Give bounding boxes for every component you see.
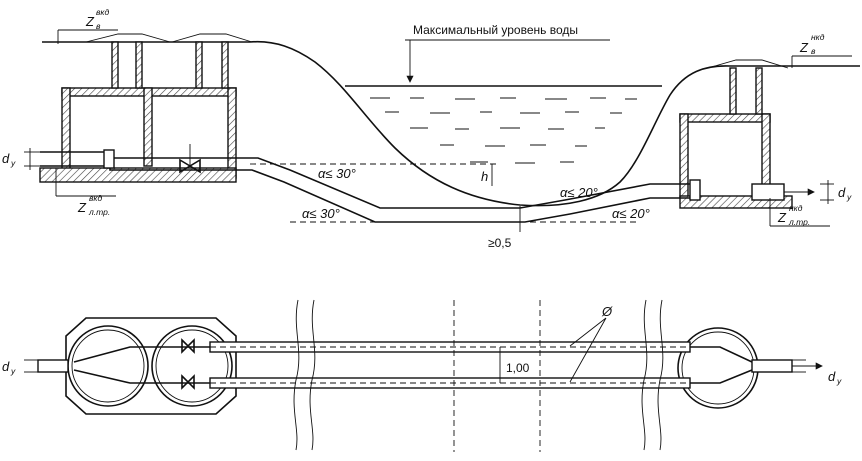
left-well-1 bbox=[67, 325, 149, 407]
z-vkd-bottom-label: Z bbox=[77, 200, 87, 215]
z-nkd-top-marker: Z нкд в bbox=[791, 32, 852, 68]
z-nkd-bottom-marker: Z нкд л.тр. bbox=[769, 198, 830, 227]
diameter-label: Ø bbox=[601, 304, 613, 319]
dy-left-top-sub: y bbox=[10, 158, 16, 168]
water-level-leader bbox=[405, 39, 610, 82]
z-nkd-top-sup: нкд bbox=[811, 32, 825, 42]
dy-right-plan-sub: y bbox=[836, 376, 842, 386]
dy-left-plan-sub: y bbox=[10, 366, 16, 376]
alpha-30-upper: α≤ 30° bbox=[318, 166, 356, 181]
dy-right-plan-label: d bbox=[828, 369, 836, 384]
plan-view: 1,00 Ø d y d y bbox=[2, 299, 842, 452]
z-nkd-bottom-sup: нкд bbox=[789, 203, 803, 213]
min-depth-label: ≥0,5 bbox=[488, 236, 512, 250]
dy-right-section: d y bbox=[820, 180, 852, 204]
alpha-30-lower: α≤ 30° bbox=[302, 206, 340, 221]
dy-right-plan: d y bbox=[792, 359, 842, 386]
alpha-20-lower: α≤ 20° bbox=[612, 206, 650, 221]
section-view: Максимальный уровень воды bbox=[2, 7, 860, 250]
z-vkd-bottom-sup: вкд bbox=[89, 193, 102, 203]
z-vkd-bottom-marker: Z вкд л.тр. bbox=[55, 168, 116, 217]
right-well bbox=[677, 327, 759, 409]
z-nkd-top-sub: в bbox=[811, 46, 816, 56]
dy-right-top-sub: y bbox=[846, 192, 852, 202]
dy-left-plan-label: d bbox=[2, 359, 10, 374]
dy-left-top-label: d bbox=[2, 151, 10, 166]
spacing-label: 1,00 bbox=[506, 361, 530, 375]
diameter-leader bbox=[569, 317, 607, 383]
dy-left-plan: d y bbox=[2, 359, 40, 376]
z-nkd-bottom-label: Z bbox=[777, 210, 787, 225]
alpha-20-upper: α≤ 20° bbox=[560, 185, 598, 200]
dy-left-section: d y bbox=[2, 148, 40, 170]
z-vkd-top-marker: Z вкд в bbox=[57, 7, 118, 44]
gate-valve-icon bbox=[179, 144, 201, 174]
max-water-level-label: Максимальный уровень воды bbox=[413, 23, 578, 37]
left-chamber-plan bbox=[65, 317, 237, 415]
left-well-2 bbox=[151, 325, 233, 407]
z-vkd-top-sub: в bbox=[96, 21, 101, 31]
z-nkd-top-label: Z bbox=[799, 40, 809, 55]
siphon-pipeline-section bbox=[40, 149, 815, 223]
z-vkd-top-sup: вкд bbox=[96, 7, 109, 17]
gate-valve-icon bbox=[181, 338, 195, 390]
break-lines bbox=[293, 299, 664, 451]
z-nkd-bottom-sub: л.тр. bbox=[788, 217, 810, 227]
z-vkd-bottom-sub: л.тр. bbox=[88, 207, 110, 217]
h-label: h bbox=[481, 169, 488, 184]
water-ripples bbox=[370, 97, 637, 164]
z-vkd-top-label: Z bbox=[85, 14, 95, 29]
siphon-pipelines-plan bbox=[37, 341, 823, 389]
dy-right-top-label: d bbox=[838, 185, 846, 200]
left-chamber bbox=[39, 33, 253, 183]
ground-profile bbox=[42, 40, 860, 207]
